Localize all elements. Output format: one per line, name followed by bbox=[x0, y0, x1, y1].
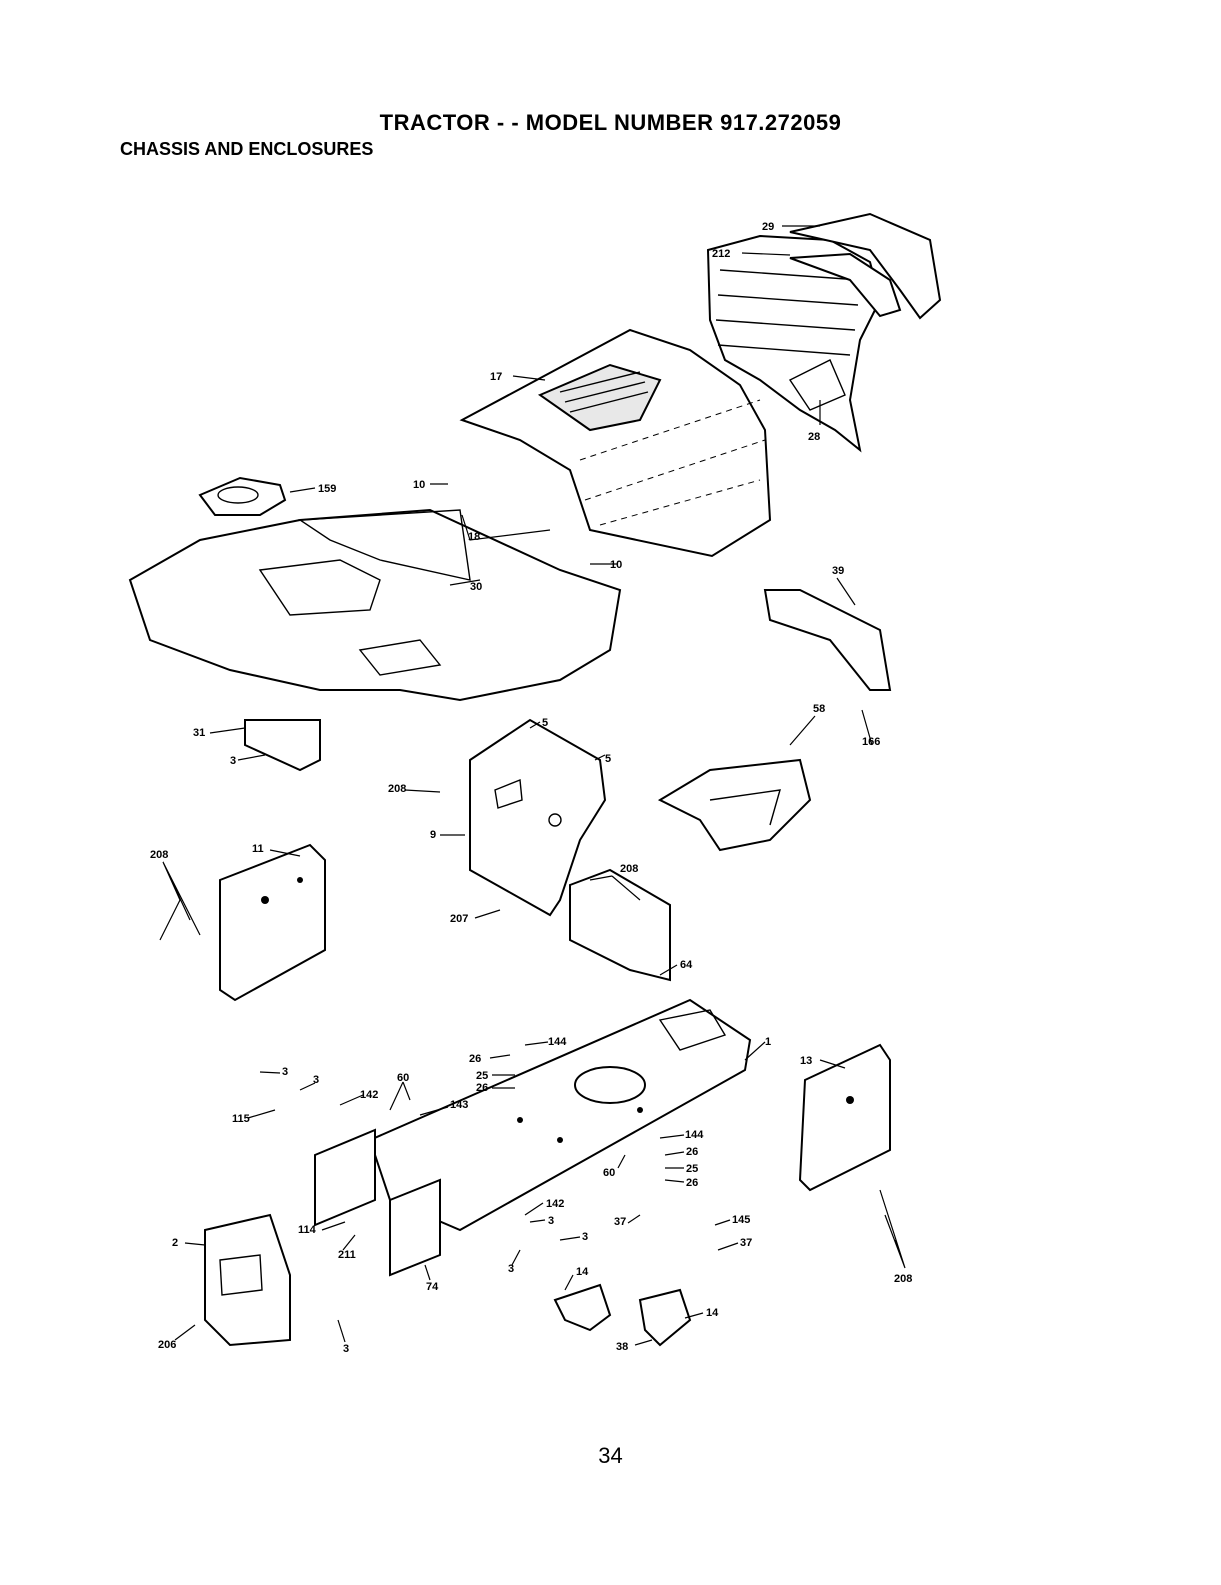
callout-37-left: 37 bbox=[614, 1216, 626, 1228]
callout-58: 58 bbox=[813, 703, 825, 715]
callout-13: 13 bbox=[800, 1055, 812, 1067]
callout-2: 2 bbox=[172, 1237, 178, 1249]
callout-3-top: 3 bbox=[230, 755, 236, 767]
callout-3-g: 3 bbox=[343, 1343, 349, 1355]
callout-30: 30 bbox=[470, 581, 482, 593]
front-panel-part bbox=[205, 1215, 290, 1345]
callout-39: 39 bbox=[832, 565, 844, 577]
callout-29: 29 bbox=[762, 221, 774, 233]
callout-144-top: 144 bbox=[548, 1036, 567, 1048]
page-number: 34 bbox=[0, 1443, 1221, 1469]
side-panel-right-part bbox=[800, 1045, 890, 1190]
bracket-31-part bbox=[245, 720, 320, 770]
callout-1: 1 bbox=[765, 1036, 771, 1048]
callout-208-right: 208 bbox=[894, 1273, 912, 1285]
callout-3-f: 3 bbox=[508, 1263, 514, 1275]
callout-74: 74 bbox=[426, 1281, 439, 1293]
fender-pan-part bbox=[130, 510, 620, 700]
callout-5-right: 5 bbox=[605, 753, 611, 765]
callout-14-left: 14 bbox=[576, 1266, 589, 1278]
hood-part bbox=[462, 330, 770, 556]
callout-207: 207 bbox=[450, 913, 468, 925]
callout-11: 11 bbox=[252, 843, 264, 855]
callout-25-b: 25 bbox=[686, 1163, 698, 1175]
callout-26-a: 26 bbox=[469, 1053, 481, 1065]
callout-3-b: 3 bbox=[282, 1066, 288, 1078]
callout-38: 38 bbox=[616, 1341, 628, 1353]
callout-17: 17 bbox=[490, 371, 502, 383]
callout-18: 18 bbox=[468, 531, 480, 543]
callout-206: 206 bbox=[158, 1339, 176, 1351]
callout-3-c: 3 bbox=[313, 1074, 319, 1086]
callout-9: 9 bbox=[430, 829, 436, 841]
callout-208-left: 208 bbox=[150, 849, 168, 861]
callout-60-bottom: 60 bbox=[603, 1167, 615, 1179]
callout-10-right: 10 bbox=[610, 559, 622, 571]
callout-3-e: 3 bbox=[582, 1231, 588, 1243]
frame-plate-front-part bbox=[315, 1130, 375, 1225]
callout-26-b: 26 bbox=[476, 1082, 488, 1094]
callout-142-bottom: 142 bbox=[546, 1198, 564, 1210]
callout-5-left: 5 bbox=[542, 717, 548, 729]
callout-166: 166 bbox=[862, 736, 880, 748]
callout-114: 114 bbox=[298, 1224, 317, 1236]
callout-26-c: 26 bbox=[686, 1146, 698, 1158]
callout-28: 28 bbox=[808, 431, 820, 443]
callout-3-d: 3 bbox=[548, 1215, 554, 1227]
callout-37-right: 37 bbox=[740, 1237, 752, 1249]
callout-142-top: 142 bbox=[360, 1089, 378, 1101]
bracket-64-part bbox=[570, 870, 670, 980]
callout-144-right: 144 bbox=[685, 1129, 704, 1141]
callout-10-top: 10 bbox=[413, 479, 425, 491]
bracket-38-part bbox=[555, 1285, 690, 1345]
callout-26-d: 26 bbox=[686, 1177, 698, 1189]
callout-208-dash: 208 bbox=[388, 783, 406, 795]
callout-208-mid: 208 bbox=[620, 863, 638, 875]
callout-64: 64 bbox=[680, 959, 693, 971]
callout-211: 211 bbox=[338, 1249, 356, 1261]
callout-212: 212 bbox=[712, 248, 730, 260]
bracket-39-part bbox=[765, 590, 890, 690]
heat-shield-part bbox=[660, 760, 810, 850]
side-panel-left-part bbox=[220, 845, 325, 1000]
callout-115: 115 bbox=[232, 1113, 250, 1125]
callout-145: 145 bbox=[732, 1214, 750, 1226]
callout-60-top: 60 bbox=[397, 1072, 409, 1084]
callout-143: 143 bbox=[450, 1099, 468, 1111]
callout-25-a: 25 bbox=[476, 1070, 488, 1082]
callout-159: 159 bbox=[318, 483, 336, 495]
callout-14-right: 14 bbox=[706, 1307, 719, 1319]
dash-knob-part bbox=[200, 478, 285, 515]
callout-31: 31 bbox=[193, 727, 205, 739]
